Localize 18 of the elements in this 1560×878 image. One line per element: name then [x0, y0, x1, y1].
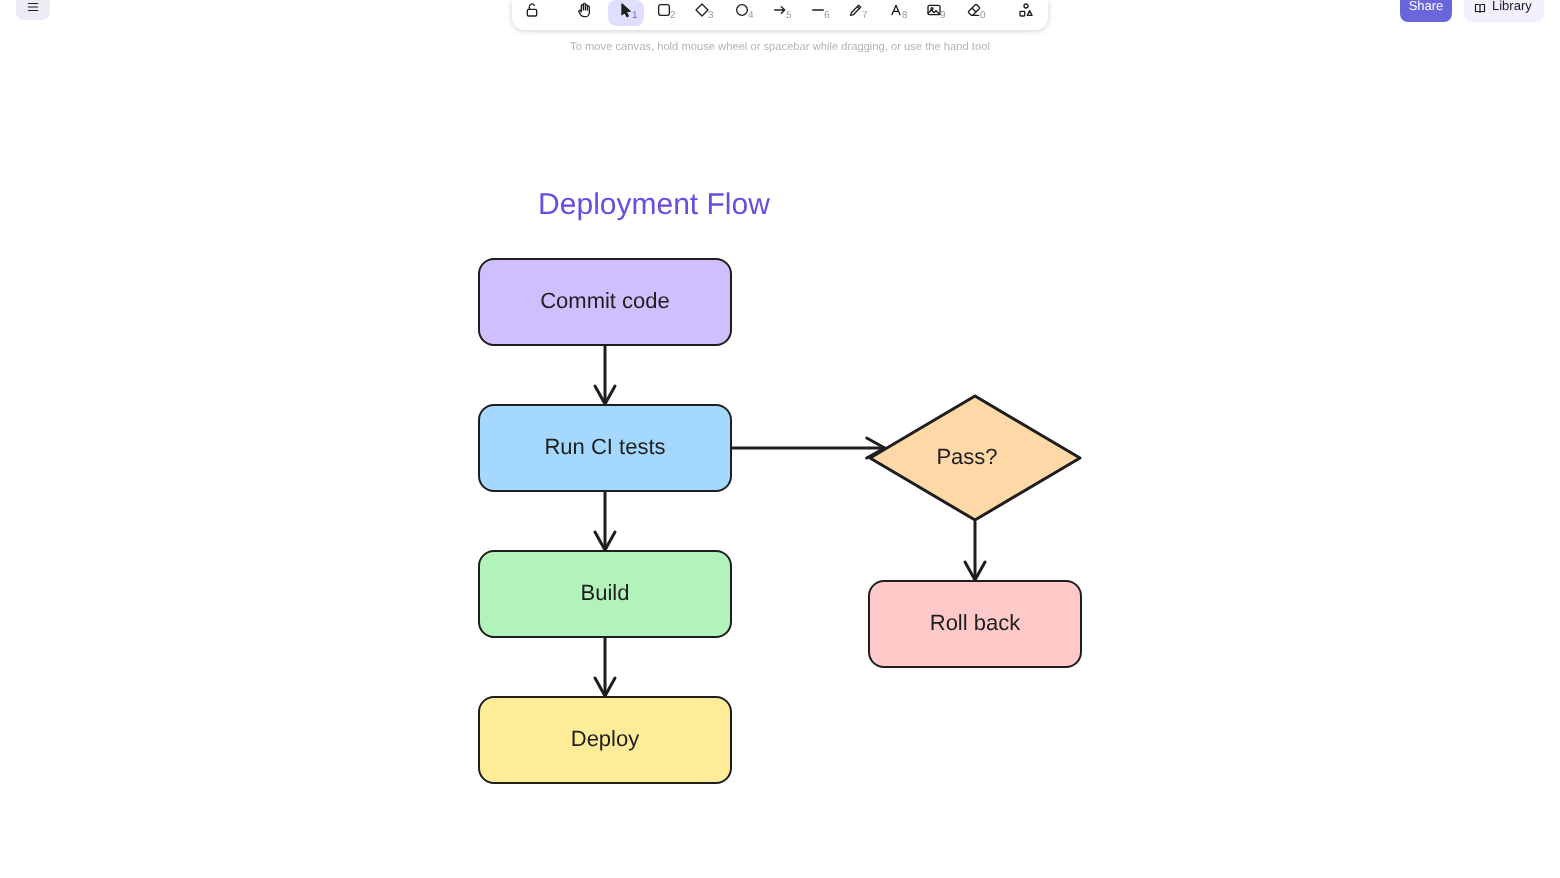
arrow	[730, 436, 887, 460]
step-label: Build	[580, 581, 630, 607]
step-label: Commit code	[540, 289, 670, 315]
process-box	[478, 550, 732, 638]
step-label: Roll back	[929, 611, 1021, 637]
process-box	[478, 696, 732, 784]
decision-diamond	[868, 394, 1082, 522]
process-box	[868, 580, 1082, 668]
arrow	[963, 520, 987, 582]
process-box	[478, 258, 732, 346]
arrow	[593, 636, 617, 698]
step-label: Deploy	[570, 727, 640, 753]
arrow	[593, 490, 617, 552]
arrow	[593, 344, 617, 406]
decision-label: Pass?	[936, 445, 998, 471]
step-label: Run CI tests	[544, 435, 666, 461]
diagram-title: Deployment Flow	[538, 188, 770, 222]
process-box	[478, 404, 732, 492]
